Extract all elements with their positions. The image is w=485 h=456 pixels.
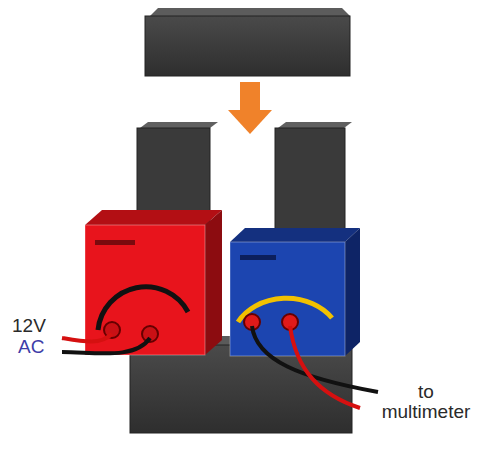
voltage-label: 12V: [12, 316, 60, 336]
ac-label: AC: [18, 337, 58, 357]
secondary-coil: [230, 228, 360, 356]
down-arrow: [228, 82, 272, 134]
output-wires: [252, 326, 378, 408]
primary-coil: [85, 210, 222, 355]
iron-yoke: [145, 8, 350, 76]
input-wires: [62, 334, 150, 353]
multimeter-label: to multimeter: [372, 382, 480, 422]
